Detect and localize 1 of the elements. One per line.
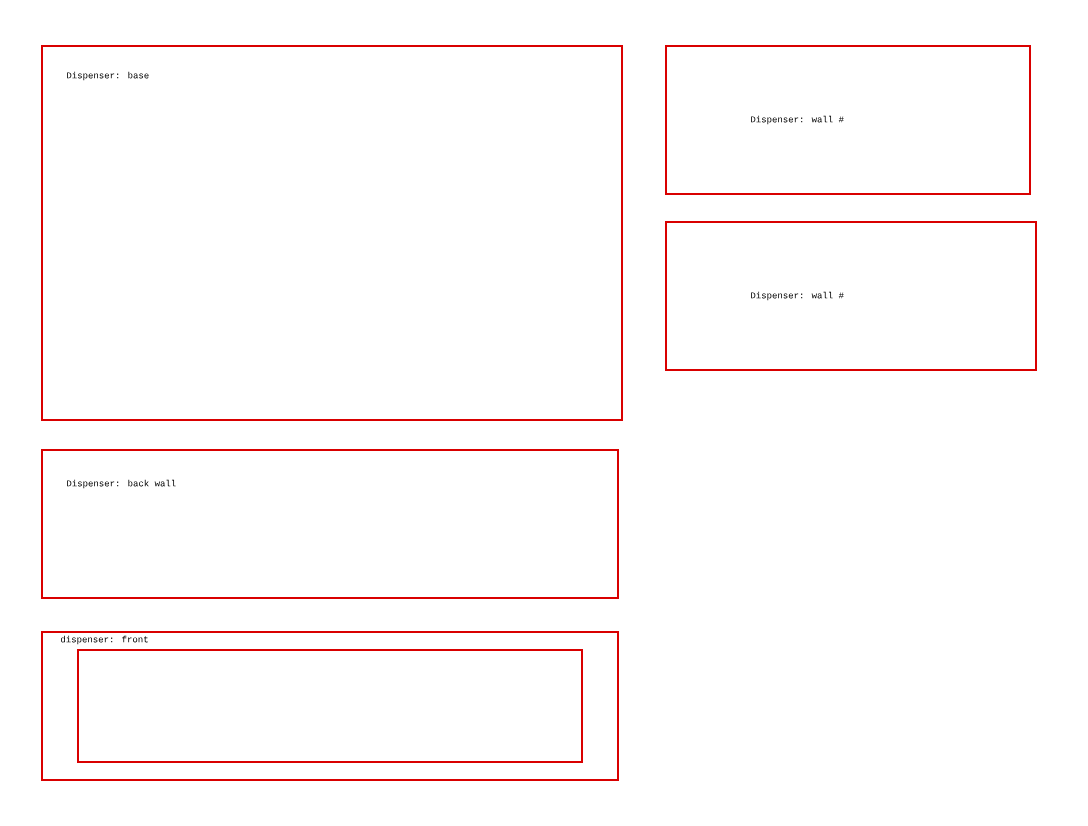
box bbox=[77, 649, 583, 763]
